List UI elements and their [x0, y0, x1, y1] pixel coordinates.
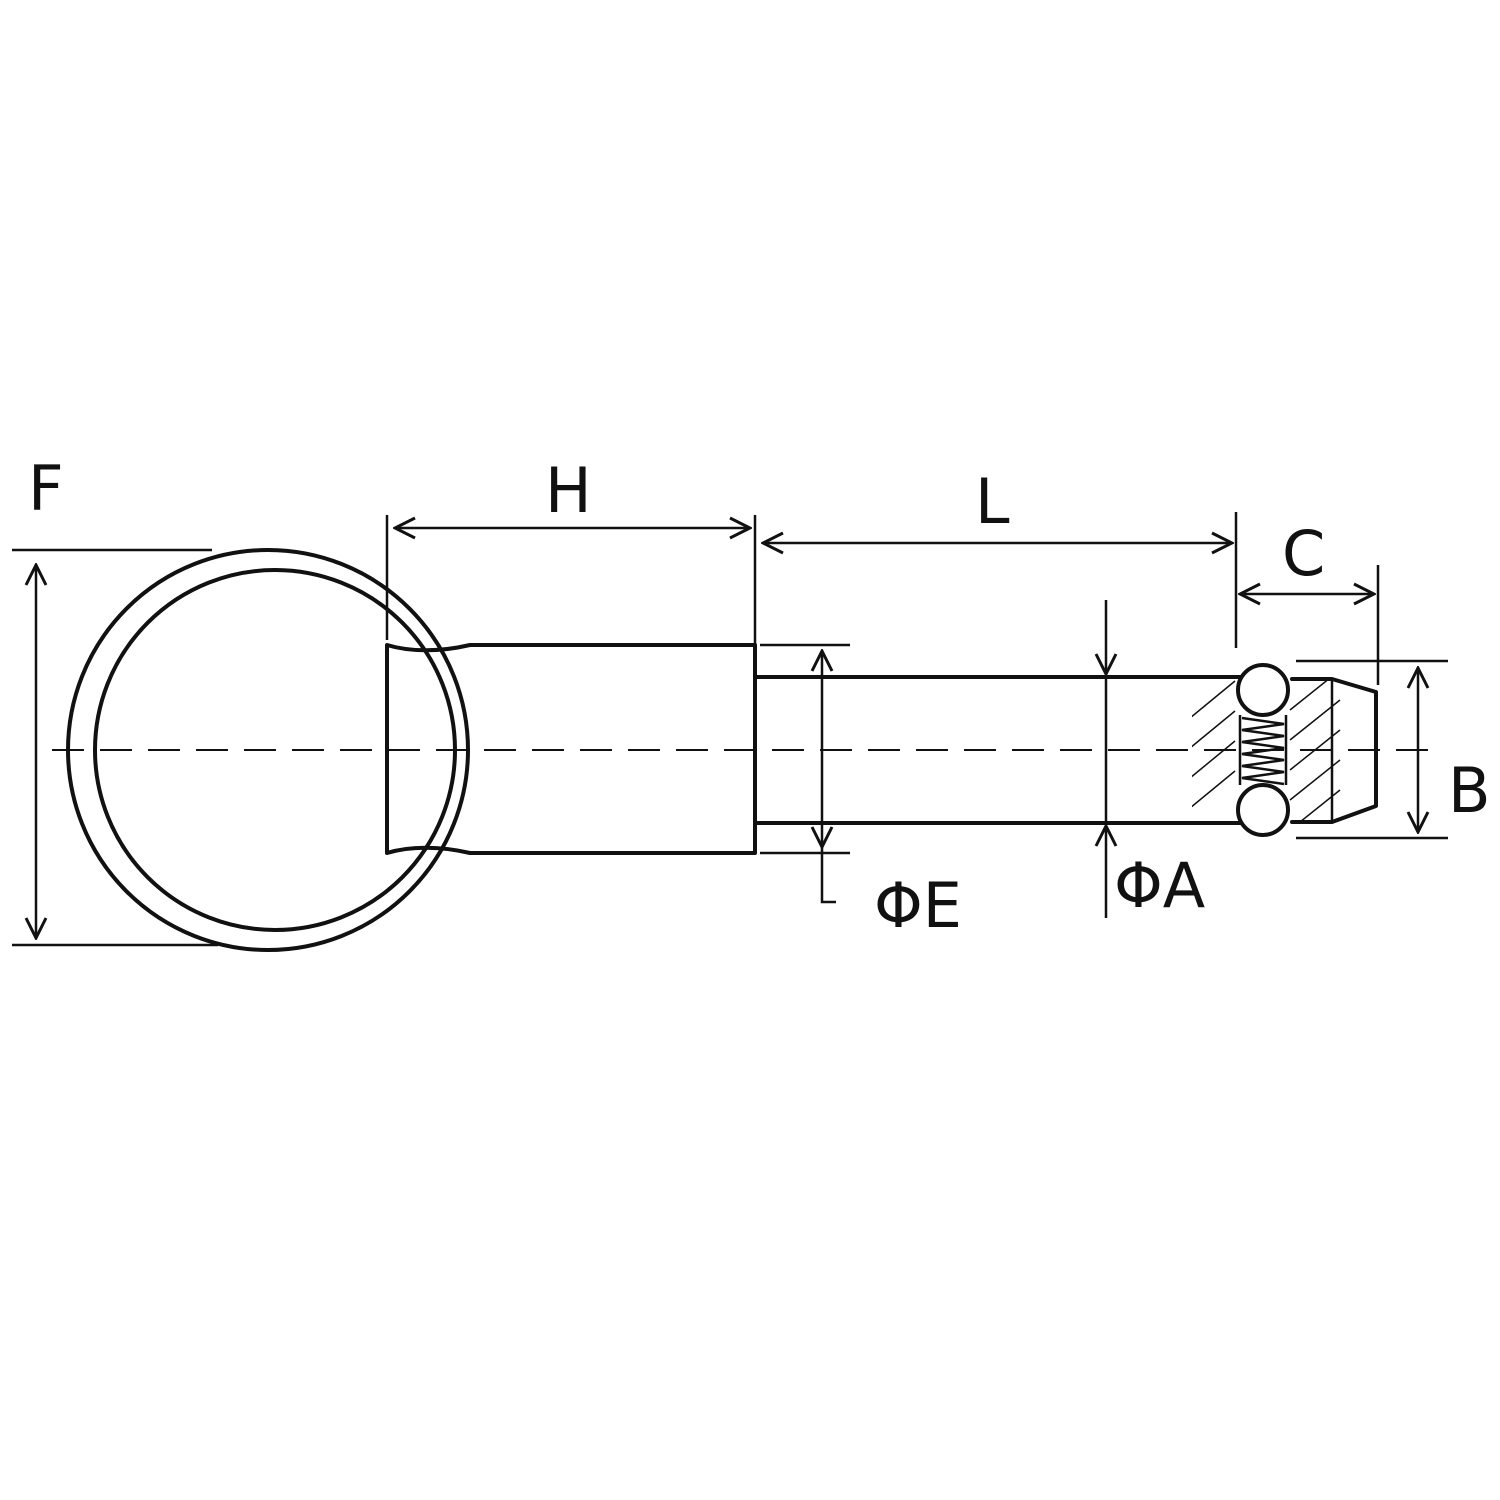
label-b: B — [1448, 754, 1491, 827]
label-h: H — [545, 454, 592, 527]
label-f: F — [28, 452, 64, 525]
label-l: L — [975, 465, 1010, 538]
dimension-l — [763, 512, 1238, 648]
pull-ring — [66, 548, 470, 952]
dimension-f — [12, 548, 218, 947]
label-a: ΦA — [1114, 849, 1205, 922]
detent-ball-top — [1236, 663, 1290, 717]
pin-shank — [753, 675, 1242, 825]
detent-ball-bottom — [1236, 783, 1290, 837]
spring — [1241, 716, 1285, 786]
pin-tip — [1192, 663, 1378, 837]
dimension-b — [1296, 659, 1448, 840]
label-e: ΦE — [874, 869, 962, 942]
dimension-c — [1240, 565, 1380, 685]
dimension-h — [385, 515, 757, 645]
dimension-e — [760, 643, 850, 904]
label-c: C — [1282, 517, 1325, 590]
handle-grip — [385, 643, 757, 855]
